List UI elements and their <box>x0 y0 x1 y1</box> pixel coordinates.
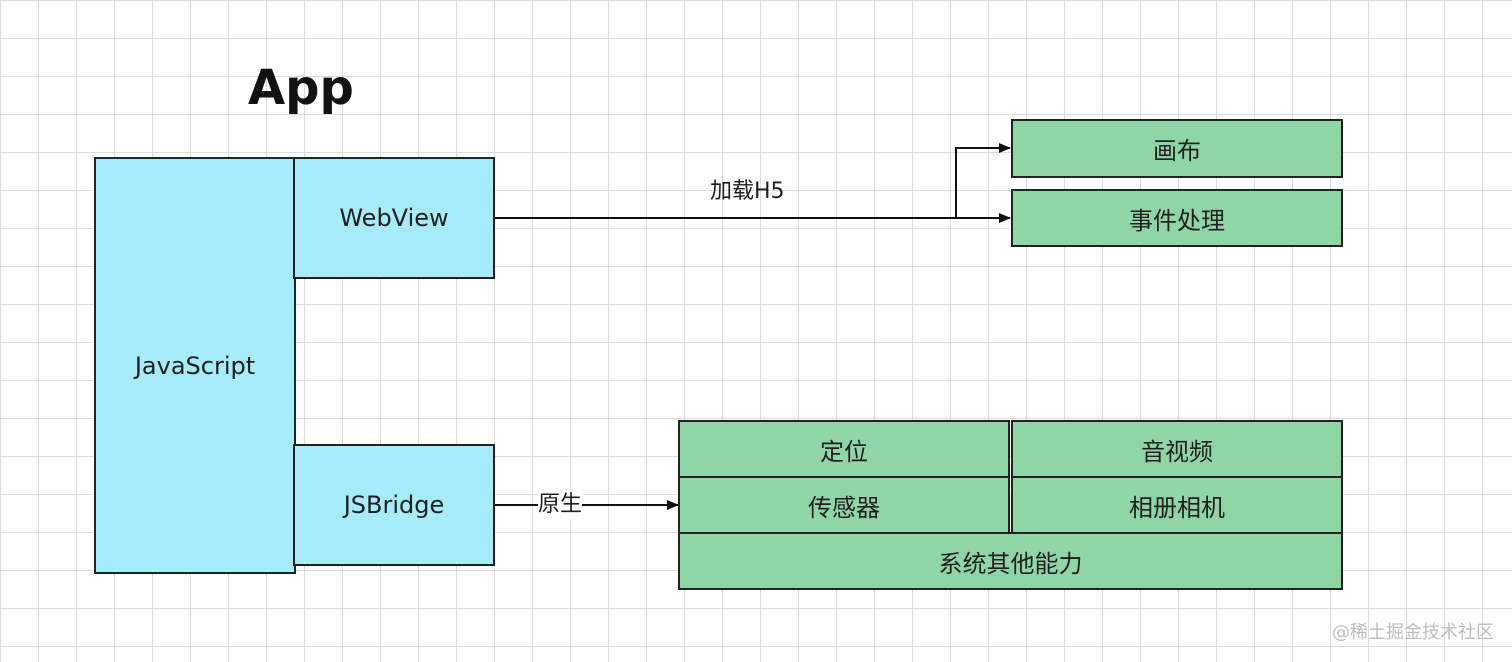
node-other-capabilities: 系统其他能力 <box>678 532 1343 590</box>
node-location: 定位 <box>678 420 1010 478</box>
edge-label-native: 原生 <box>538 491 583 519</box>
node-javascript: JavaScript <box>94 157 296 574</box>
node-jsbridge: JSBridge <box>293 444 495 566</box>
node-webview: WebView <box>293 157 495 279</box>
node-audio-video: 音视频 <box>1011 420 1343 478</box>
node-sensor: 传感器 <box>678 476 1010 534</box>
edge-webview-to-canvas <box>955 143 1011 218</box>
edge-label-load-h5: 加载H5 <box>710 179 785 204</box>
node-canvas: 画布 <box>1011 119 1343 178</box>
watermark: @稀土掘金技术社区 <box>1332 622 1494 643</box>
diagram-title: App <box>248 60 354 116</box>
node-event-handling: 事件处理 <box>1011 189 1343 247</box>
node-album-camera: 相册相机 <box>1011 476 1343 534</box>
